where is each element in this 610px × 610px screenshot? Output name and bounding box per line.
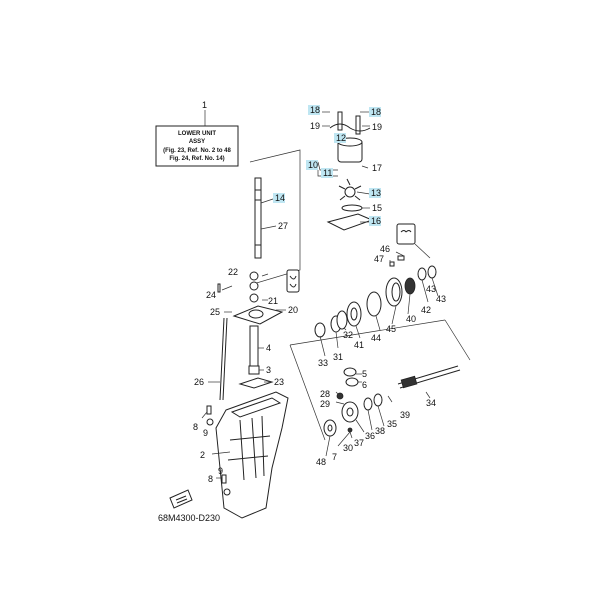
callout-27: 27 xyxy=(278,221,288,231)
lower-casing xyxy=(211,391,289,519)
drive-shaft xyxy=(254,177,277,259)
box-line1: LOWER UNIT xyxy=(178,131,216,137)
callout-29: 29 xyxy=(320,399,330,409)
bearing-housing xyxy=(217,269,300,325)
bolts xyxy=(201,405,231,496)
callout-8b: 8 xyxy=(208,474,213,484)
leader-lines xyxy=(319,251,439,457)
callout-31: 31 xyxy=(333,352,343,362)
callout-23: 23 xyxy=(274,377,284,387)
highlight-12 xyxy=(334,133,346,143)
callout-19b: 19 xyxy=(372,122,382,132)
callout-34: 34 xyxy=(426,398,436,408)
callout-3: 3 xyxy=(266,365,271,375)
callout-21: 21 xyxy=(268,296,278,306)
callout-12: 12 xyxy=(336,133,346,143)
box-line4: Fig. 24, Ref. No. 14) xyxy=(169,156,224,162)
callout-42: 42 xyxy=(421,305,431,315)
callout-32: 32 xyxy=(343,330,353,340)
callout-18a: 18 xyxy=(310,105,320,115)
callout-11: 11 xyxy=(323,168,332,178)
box-line2: ASSY xyxy=(189,139,205,145)
highlight-16 xyxy=(369,216,381,226)
callout-19a: 19 xyxy=(310,121,320,131)
callout-41: 41 xyxy=(354,340,364,350)
callout-33: 33 xyxy=(318,358,328,368)
propeller-shaft xyxy=(387,365,461,403)
callout-6: 6 xyxy=(362,380,367,390)
highlight-14 xyxy=(273,193,285,203)
callout-8a: 8 xyxy=(193,422,198,432)
highlight-10 xyxy=(306,160,318,170)
callout-24: 24 xyxy=(206,290,216,300)
callout-36: 36 xyxy=(365,431,375,441)
impeller xyxy=(338,178,362,201)
group-frame-lines xyxy=(249,149,471,441)
lower-unit-assy-box: LOWER UNIT ASSY (Fig. 23, Ref. No. 2 to … xyxy=(155,110,239,167)
callout-25: 25 xyxy=(210,307,220,317)
callout-38: 38 xyxy=(375,426,385,436)
callout-45: 45 xyxy=(386,324,396,334)
callout-1: 1 xyxy=(202,100,207,110)
callout-28: 28 xyxy=(320,389,330,399)
stamp-icon xyxy=(169,489,193,509)
callout-16: 16 xyxy=(371,216,381,226)
shift-rod xyxy=(208,311,232,401)
callout-30: 30 xyxy=(343,443,353,453)
callout-15: 15 xyxy=(372,203,382,213)
callout-44: 44 xyxy=(371,333,381,343)
callout-46: 46 xyxy=(380,244,390,254)
callout-5: 5 xyxy=(362,369,367,379)
callout-10: 10 xyxy=(308,160,318,170)
callout-13: 13 xyxy=(371,188,381,198)
callout-7: 7 xyxy=(332,452,337,462)
callout-18b: 18 xyxy=(371,107,381,117)
gears-bearings xyxy=(314,255,437,437)
callout-39: 39 xyxy=(400,410,410,420)
callout-47: 47 xyxy=(374,254,384,264)
callout-37: 37 xyxy=(354,438,364,448)
callout-17: 17 xyxy=(372,163,382,173)
highlight-18-right xyxy=(369,107,381,117)
callout-43b: 43 xyxy=(436,294,446,304)
callout-20: 20 xyxy=(288,305,298,315)
sealant-can-icon xyxy=(396,223,431,259)
callout-9b: 9 xyxy=(218,466,223,476)
callout-26: 26 xyxy=(194,377,204,387)
box-line3: (Fig. 23, Ref. No. 2 to 48 xyxy=(163,148,231,154)
callout-2: 2 xyxy=(200,450,205,460)
callout-40: 40 xyxy=(406,314,416,324)
highlight-13 xyxy=(369,188,381,198)
callout-14: 14 xyxy=(275,193,285,203)
highlight-18-left xyxy=(308,105,320,115)
sleeve xyxy=(238,325,274,389)
callout-35: 35 xyxy=(387,419,397,429)
highlight-11 xyxy=(321,168,333,178)
callout-48: 48 xyxy=(316,457,326,467)
callout-43: 43 xyxy=(426,284,436,294)
callout-22: 22 xyxy=(228,267,238,277)
callout-9a: 9 xyxy=(203,428,208,438)
drawing-code: 68M4300-D230 xyxy=(158,513,220,523)
callout-4: 4 xyxy=(266,343,271,353)
